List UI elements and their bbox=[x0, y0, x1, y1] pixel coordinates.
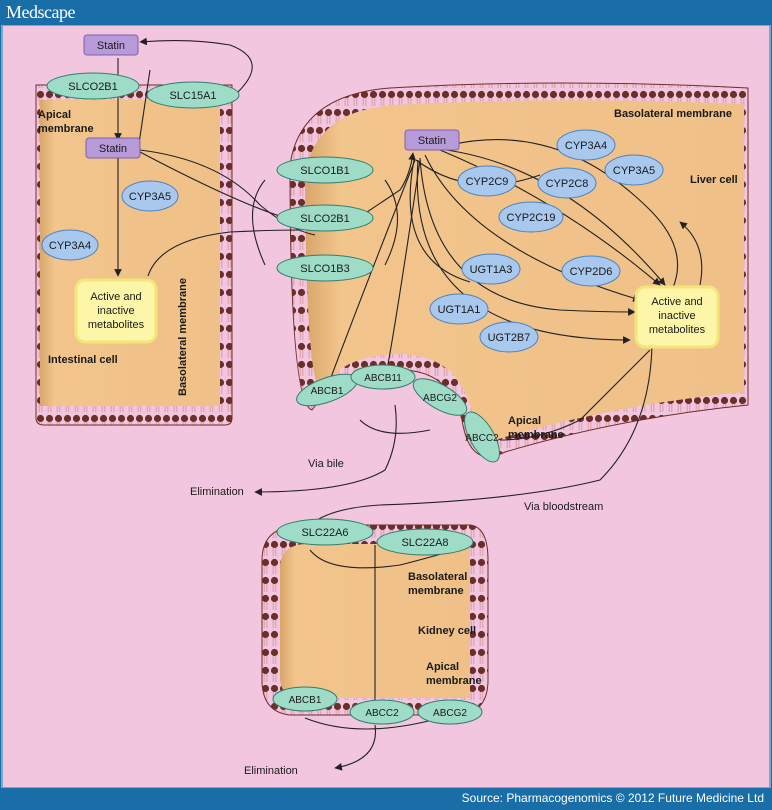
svg-text:CYP3A4: CYP3A4 bbox=[49, 240, 91, 252]
statin-pathway-diagram: Statin Statin Statin SLCO2B1 SLC15A1 SLC… bbox=[1, 25, 771, 788]
intestinal-basolateral-label: Basolateral membrane bbox=[177, 278, 189, 396]
svg-text:CYP3A5: CYP3A5 bbox=[129, 191, 171, 203]
liver-statin: Statin bbox=[404, 129, 460, 151]
svg-text:UGT1A3: UGT1A3 bbox=[470, 264, 513, 276]
enzyme-cyp3a4: CYP3A4 bbox=[41, 229, 99, 261]
svg-text:UGT1A1: UGT1A1 bbox=[438, 304, 481, 316]
liver-cell-label: Liver cell bbox=[690, 174, 738, 186]
via-bloodstream-label: Via bloodstream bbox=[524, 501, 603, 513]
enzyme-cyp2c8: CYP2C8 bbox=[537, 167, 597, 199]
statin-label: Statin bbox=[418, 135, 446, 147]
svg-text:ABCB11: ABCB11 bbox=[364, 373, 402, 384]
kidney-uptake-transporters: SLC22A6 SLC22A8 bbox=[276, 518, 474, 556]
transporter-slco1b1: SLCO1B1 bbox=[276, 156, 374, 184]
svg-text:CYP3A5: CYP3A5 bbox=[613, 165, 655, 177]
kidney-efflux-transporters: ABCB1 ABCC2 ABCG2 bbox=[272, 686, 483, 725]
transporter-slco2b1: SLCO2B1 bbox=[46, 72, 140, 100]
liver-basolateral-label: Basolateral membrane bbox=[614, 108, 732, 120]
enzyme-cyp2c19: CYP2C19 bbox=[498, 201, 564, 233]
enzyme-cyp3a5: CYP3A5 bbox=[604, 154, 664, 186]
enzyme-ugt2b7: UGT2B7 bbox=[479, 321, 539, 353]
svg-text:SLC15A1: SLC15A1 bbox=[169, 90, 216, 102]
transporter-abcg2: ABCG2 bbox=[412, 378, 468, 416]
enzyme-cyp3a4: CYP3A4 bbox=[556, 129, 616, 161]
footer-bar: Source: Pharmacogenomics © 2012 Future M… bbox=[0, 788, 772, 810]
svg-text:ABCG2: ABCG2 bbox=[423, 393, 457, 404]
transporter-slc15a1: SLC15A1 bbox=[146, 81, 240, 109]
transporter-slc22a8: SLC22A8 bbox=[376, 528, 474, 556]
statin-label: Statin bbox=[97, 40, 125, 52]
svg-text:SLCO2B1: SLCO2B1 bbox=[300, 213, 350, 225]
svg-text:CYP2C8: CYP2C8 bbox=[546, 178, 589, 190]
intestinal-enzymes: CYP3A5 CYP3A4 bbox=[41, 180, 179, 261]
elimination-kidney-label: Elimination bbox=[244, 765, 298, 777]
enzyme-ugt1a1: UGT1A1 bbox=[429, 293, 489, 325]
pathway-arrows bbox=[114, 37, 703, 771]
transporter-slco2b1: SLCO2B1 bbox=[276, 204, 374, 232]
svg-text:ABCB1: ABCB1 bbox=[289, 695, 322, 706]
medscape-logo: Medscape bbox=[6, 2, 75, 22]
svg-text:CYP2D6: CYP2D6 bbox=[570, 266, 613, 278]
statin-label: Statin bbox=[99, 143, 127, 155]
svg-text:ABCG2: ABCG2 bbox=[433, 708, 467, 719]
transporter-abcb1: ABCB1 bbox=[272, 686, 338, 712]
svg-text:SLCO1B1: SLCO1B1 bbox=[300, 165, 350, 177]
kidney-cell-label: Kidney cell bbox=[418, 625, 476, 637]
svg-text:SLCO1B3: SLCO1B3 bbox=[300, 263, 350, 275]
elimination-bile-label: Elimination bbox=[190, 486, 244, 498]
svg-text:CYP2C19: CYP2C19 bbox=[507, 212, 556, 224]
liver-enzymes: CYP3A4 CYP2C9 CYP2C8 CYP3A5 CYP2C19 UGT1… bbox=[429, 129, 664, 353]
svg-text:ABCC2: ABCC2 bbox=[365, 708, 399, 719]
enzyme-cyp2d6: CYP2D6 bbox=[561, 255, 621, 287]
liver-efflux-transporters: ABCB1 ABCB11 ABCG2 ABCC2 bbox=[296, 364, 500, 463]
transporter-abcg2: ABCG2 bbox=[417, 699, 483, 725]
svg-text:SLCO2B1: SLCO2B1 bbox=[68, 81, 118, 93]
svg-text:CYP3A4: CYP3A4 bbox=[565, 140, 607, 152]
transporter-abcc2: ABCC2 bbox=[464, 411, 500, 463]
via-bile-label: Via bile bbox=[308, 458, 344, 470]
transporter-abcc2: ABCC2 bbox=[349, 699, 415, 725]
svg-text:ABCC2: ABCC2 bbox=[465, 433, 499, 444]
intestinal-cell-label: Intestinal cell bbox=[48, 354, 118, 366]
svg-text:SLC22A6: SLC22A6 bbox=[301, 527, 348, 539]
intestinal-transporters: SLCO2B1 SLC15A1 bbox=[46, 72, 240, 109]
transporter-abcb11: ABCB11 bbox=[350, 364, 416, 390]
header-bar: Medscape bbox=[0, 0, 772, 25]
intestinal-statin-inner: Statin bbox=[85, 137, 141, 159]
transporter-slco1b3: SLCO1B3 bbox=[276, 254, 374, 282]
enzyme-cyp2c9: CYP2C9 bbox=[457, 165, 517, 197]
enzyme-ugt1a3: UGT1A3 bbox=[461, 253, 521, 285]
source-credit: Source: Pharmacogenomics © 2012 Future M… bbox=[461, 791, 764, 805]
svg-text:SLC22A8: SLC22A8 bbox=[401, 537, 448, 549]
transporter-slc22a6: SLC22A6 bbox=[276, 518, 374, 546]
liver-uptake-transporters: SLCO1B1 SLCO2B1 SLCO1B3 bbox=[276, 156, 374, 282]
intestinal-statin-outer: Statin bbox=[83, 34, 139, 56]
enzyme-cyp3a5: CYP3A5 bbox=[121, 180, 179, 212]
svg-text:ABCB1: ABCB1 bbox=[311, 386, 344, 397]
svg-text:UGT2B7: UGT2B7 bbox=[488, 332, 531, 344]
svg-text:CYP2C9: CYP2C9 bbox=[466, 176, 509, 188]
